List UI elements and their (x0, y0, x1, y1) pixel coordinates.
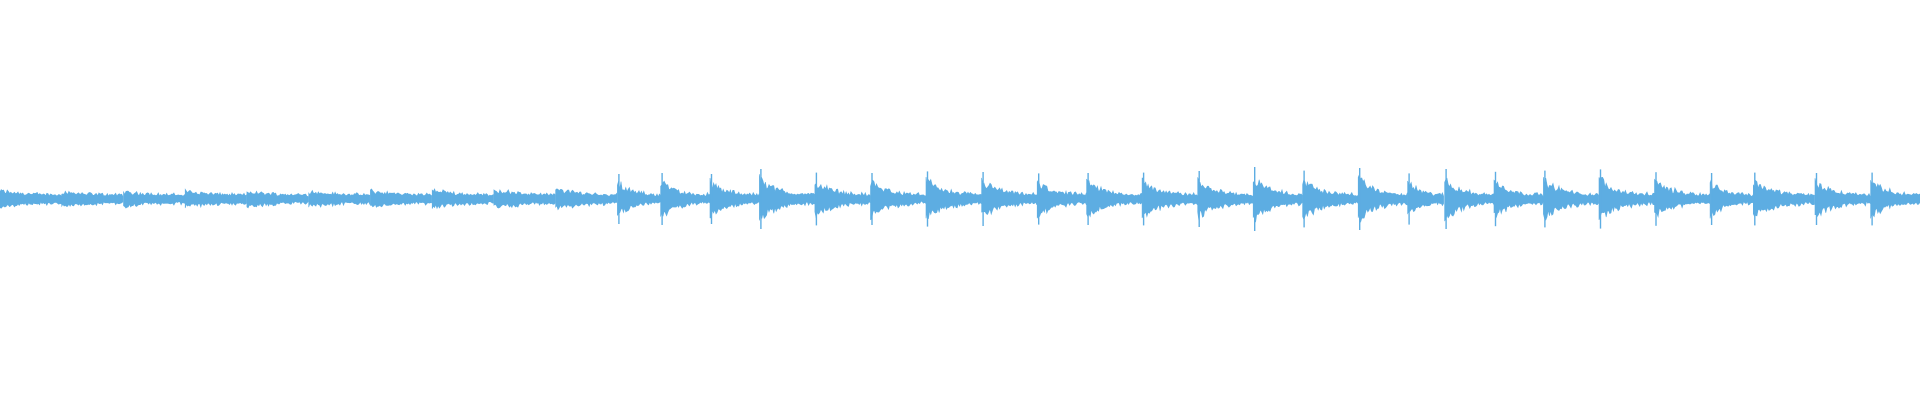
waveform-envelope (1598, 176, 1655, 221)
waveform-segment (1086, 173, 1143, 225)
waveform-segment (1870, 172, 1920, 226)
waveform-segment (1197, 171, 1254, 227)
waveform-segment (370, 188, 432, 208)
waveform-segment (61, 190, 124, 208)
waveform-segment (1753, 172, 1815, 226)
waveform-envelope (0, 189, 62, 209)
waveform-segment (1709, 173, 1754, 225)
waveform-envelope (1753, 180, 1815, 217)
waveform-envelope (246, 190, 309, 209)
waveform-envelope (870, 179, 926, 221)
waveform-envelope (1709, 179, 1754, 219)
waveform-segment (1543, 170, 1599, 228)
waveform-segment (1357, 168, 1408, 230)
waveform-segment (1493, 171, 1544, 227)
waveform-envelope (1870, 180, 1920, 219)
waveform-envelope (1086, 178, 1143, 218)
waveform-segment (1407, 173, 1444, 225)
waveform-segment (308, 189, 371, 208)
waveform-envelope (308, 189, 371, 208)
waveform-envelope (814, 182, 871, 219)
waveform-envelope (184, 188, 247, 209)
waveform-envelope (1654, 178, 1710, 218)
waveform-segment (1444, 169, 1495, 229)
waveform-envelope (431, 188, 494, 210)
waveform-segment (123, 190, 185, 209)
waveform-segment (1598, 169, 1655, 229)
waveform-segment (870, 173, 926, 225)
waveform-envelope (1141, 177, 1198, 219)
waveform-envelope (617, 180, 661, 216)
waveform-segment (1252, 167, 1303, 231)
waveform-segment (981, 172, 1038, 226)
waveform-segment (1141, 172, 1198, 226)
waveform-segment (1036, 173, 1087, 225)
waveform-segment (431, 188, 494, 210)
waveform-envelope (555, 188, 618, 211)
waveform-envelope (759, 174, 815, 221)
waveform-envelope (1302, 178, 1359, 221)
waveform-envelope (709, 177, 760, 219)
waveform-segment (184, 188, 247, 209)
waveform-segment (617, 174, 661, 224)
waveform-envelope (1036, 179, 1087, 219)
waveform-envelope (1357, 173, 1408, 223)
waveform-envelope (981, 177, 1038, 216)
waveform-envelope (1407, 180, 1444, 215)
waveform-segment (1654, 172, 1710, 226)
waveform-segment (555, 188, 618, 211)
waveform-segment (709, 174, 760, 224)
waveform-envelope (493, 189, 556, 209)
waveform-envelope (123, 190, 185, 209)
waveform-segment (0, 189, 62, 209)
waveform-envelope (1493, 179, 1544, 219)
waveform-envelope (1197, 177, 1254, 222)
waveform-segment (814, 172, 871, 226)
waveform-segment (759, 169, 815, 229)
waveform-segment (1302, 170, 1359, 228)
waveform-segment (1814, 173, 1871, 225)
waveform-segment (925, 171, 982, 227)
waveform-segment (493, 189, 556, 209)
waveform-segment (660, 173, 711, 225)
waveform-segment (246, 190, 309, 209)
waveform-envelope (370, 188, 432, 208)
waveform-envelope (1543, 177, 1599, 221)
waveform-envelope (925, 177, 982, 219)
waveform-envelope (660, 180, 711, 217)
waveform-envelope (1252, 179, 1303, 223)
waveform-envelope (1444, 177, 1495, 222)
waveform-envelope (61, 190, 124, 208)
waveform-envelope (1814, 178, 1871, 217)
